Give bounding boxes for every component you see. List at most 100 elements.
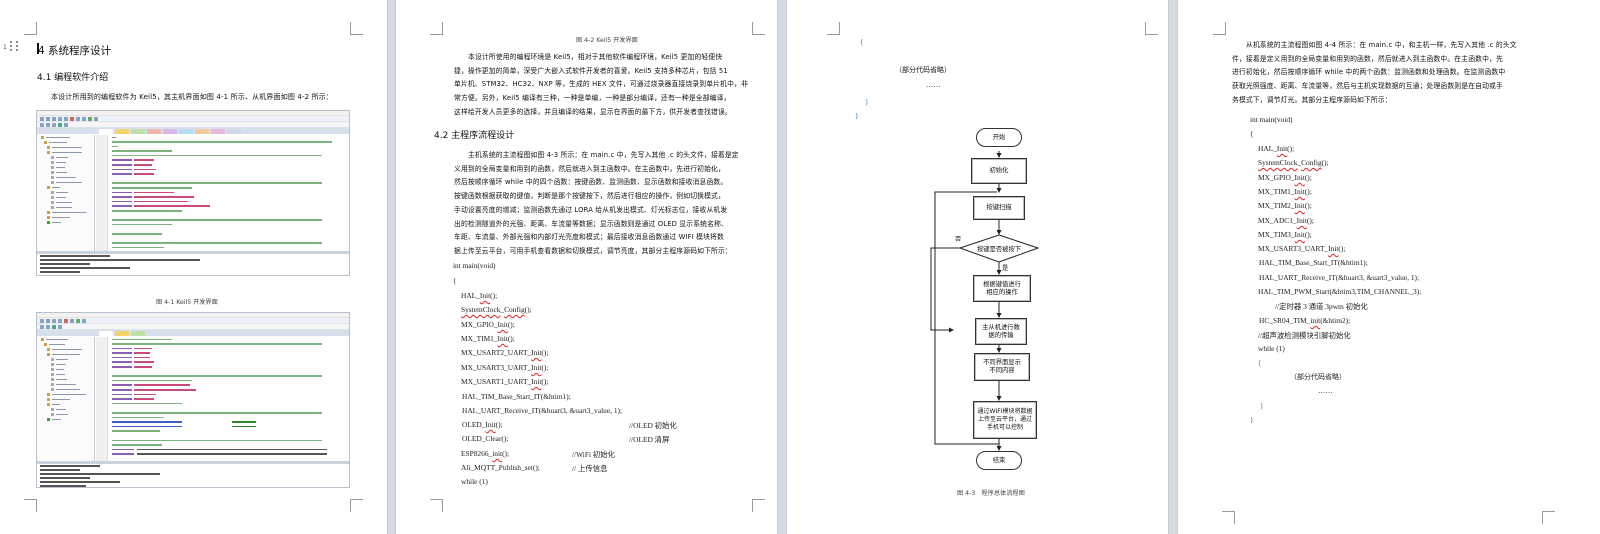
slave-flow-paragraph[interactable]: 从机系统的主流程图如图 4-4 所示：在 main.c 中，和主机一样，先写入其… [1232, 41, 1517, 104]
code-line: while (1) [461, 477, 488, 486]
ide-file-tabs [37, 330, 349, 336]
omitted-code-note: （部分代码省略） [895, 66, 951, 74]
code-line: HAL_TIM_Base_Start_IT(&htim1); [1259, 258, 1368, 267]
document-page-4: 从机系统的主流程图如图 4-4 所示：在 main.c 中，和主机一样，先写入其… [1178, 0, 1600, 534]
margin-corner-top-right [1145, 22, 1158, 35]
ide-code-editor [96, 135, 349, 272]
main-flow-paragraph[interactable]: 主机系统的主流程图如图 4-3 所示：在 main.c 中，先写入其他 .c 的… [454, 151, 739, 255]
ide-menubar [37, 313, 349, 318]
code-line: MX_GPIO_Init(); [461, 320, 515, 329]
ide-file-tabs [37, 128, 349, 134]
code-comment: //OLED 初始化 [629, 421, 677, 430]
code-line: int main(void) [1250, 115, 1293, 124]
margin-corner-bottom-left [24, 499, 37, 512]
code-line: HAL_Init(); [1258, 144, 1295, 153]
code-line: { [1258, 358, 1262, 367]
code-line: int main(void) [453, 261, 496, 270]
page-gap [1168, 0, 1178, 534]
code-line: HC_SR04_TIM_init(&htim2); [1259, 316, 1351, 325]
program-flowchart-connectors [930, 151, 1002, 451]
ide-build-output [37, 461, 349, 487]
ide-toolbar [37, 318, 349, 324]
code-line: HAL_UART_Receive_IT(&huart3, &uart3_valu… [462, 406, 623, 415]
code-line: Ali_MQTT_Publish_set(); [461, 463, 540, 472]
margin-corner-top-left [24, 22, 37, 35]
code-line: MX_USART3_UART_Init(); [1258, 244, 1346, 253]
code-line: MX_USART2_UART_Init(); [461, 348, 549, 357]
margin-corner-top-right [350, 22, 363, 35]
code-line: HAL_Init(); [461, 291, 498, 300]
margin-corner-top-left [430, 22, 443, 35]
keil-paragraph[interactable]: 本设计所使用的编程环境是 Keil5，相对于其他软件编程环境，Keil5 更加的… [454, 53, 748, 116]
flowchart-decision-label: 按键是否被按下 [976, 246, 1022, 253]
document-page-1: 1 4 系统程序设计 4.1 编程软件介绍 本设计所用到的编程软件为 Keil5… [0, 0, 387, 534]
figure-caption-4-1: 图 4-1 Keil5 开发界面 [156, 299, 218, 306]
code-line: { [453, 276, 457, 285]
code-comment: //WiFi 初始化 [572, 450, 616, 459]
margin-corner-bottom-right [350, 499, 363, 512]
omitted-code-note: （部分代码省略） [1290, 373, 1346, 381]
ide-menubar [37, 111, 349, 116]
code-line: HAL_UART_Receive_IT(&huart3, &uart3_valu… [1259, 273, 1420, 282]
ide-toolbar-2 [37, 122, 349, 128]
code-line: MX_TIM2_Init(); [1258, 201, 1312, 210]
figure-caption-4-3: 图 4-3 程序总体流程图 [957, 490, 1025, 497]
ide-code-editor [96, 337, 349, 474]
code-line: HAL_TIM_Base_Start_IT(&htim1); [462, 392, 571, 401]
ide-toolbar-2 [37, 324, 349, 330]
flowchart-end: 结束 [976, 451, 1022, 470]
flowchart-key-action: 根据键值进行相应的操作 [973, 275, 1031, 302]
ide-build-output [37, 251, 349, 275]
section-heading[interactable]: 4.1 编程软件介绍 [37, 73, 109, 83]
code-line: MX_ADC1_Init(); [1258, 216, 1314, 225]
code-open-brace: { [860, 37, 864, 46]
margin-corner-bottom-right [1542, 511, 1555, 524]
flowchart-init: 初始化 [971, 158, 1027, 184]
flowchart-key-scan: 按键扫描 [973, 196, 1025, 220]
margin-corner-bottom-left [430, 499, 443, 512]
code-line: SystemClock_Config(); [461, 305, 532, 314]
code-line: MX_USART3_UART_Init(); [461, 363, 549, 372]
margin-corner-top-left [1213, 22, 1226, 35]
code-comment: //OLED 清屏 [629, 435, 670, 444]
code-close-brace-outer: } [855, 111, 859, 120]
code-line: OLED_Init(); [462, 420, 503, 429]
drag-handle-icon[interactable] [10, 41, 19, 51]
page-gap [777, 0, 787, 534]
ide-project-tree [37, 337, 95, 461]
code-line: MX_GPIO_Init(); [1258, 173, 1312, 182]
flowchart-label-yes: 是 [1002, 265, 1009, 272]
intro-paragraph[interactable]: 本设计所用到的编程软件为 Keil5，其主机界面如图 4-1 所示、从机界面如图… [51, 93, 334, 101]
document-page-3: { （部分代码省略） …… } } 开始 初始化 按键扫描 按键是否被 [787, 0, 1168, 534]
margin-corner-bottom-right [752, 499, 765, 512]
keil-ide-screenshot-2[interactable] [36, 312, 350, 488]
figure-caption-4-2: 图 4-2 Keil5 开发界面 [576, 37, 638, 44]
ide-project-tree [37, 135, 95, 251]
page-gap [387, 0, 396, 534]
margin-corner-bottom-left [1222, 511, 1235, 524]
code-line: { [1250, 129, 1254, 138]
code-line: SystemClock_Config(); [1258, 158, 1329, 167]
keil-ide-screenshot-1[interactable] [36, 110, 350, 276]
code-line: MX_TIM3_Init(); [1258, 230, 1312, 239]
flowchart-start: 开始 [976, 128, 1022, 147]
omitted-ellipsis: …… [926, 80, 941, 89]
code-line: MX_TIM1_Init(); [461, 334, 515, 343]
code-close-brace-outer: } [1250, 415, 1254, 424]
flowchart-master-slave: 主从机进行数据的传输 [975, 318, 1027, 345]
code-comment: // 上传信息 [572, 464, 608, 473]
section-heading-4-2[interactable]: 4.2 主程序流程设计 [434, 131, 515, 141]
line-number: 1 [3, 44, 7, 51]
code-close-brace-inner: } [1260, 401, 1264, 410]
document-page-2: 图 4-2 Keil5 开发界面 本设计所使用的编程环境是 Keil5，相对于其… [396, 0, 777, 534]
code-line: while (1) [1258, 344, 1285, 353]
text-cursor [37, 43, 39, 54]
omitted-ellipsis: …… [1318, 386, 1333, 395]
chapter-heading[interactable]: 4 系统程序设计 [38, 45, 112, 57]
margin-corner-top-right [752, 22, 765, 35]
ide-toolbar [37, 116, 349, 122]
code-line: ESP8266_init(); [461, 449, 510, 458]
flowchart-label-no: 否 [955, 236, 962, 243]
code-line: MX_TIM1_Init(); [1258, 187, 1312, 196]
code-line: OLED_Clear(); [462, 434, 509, 443]
